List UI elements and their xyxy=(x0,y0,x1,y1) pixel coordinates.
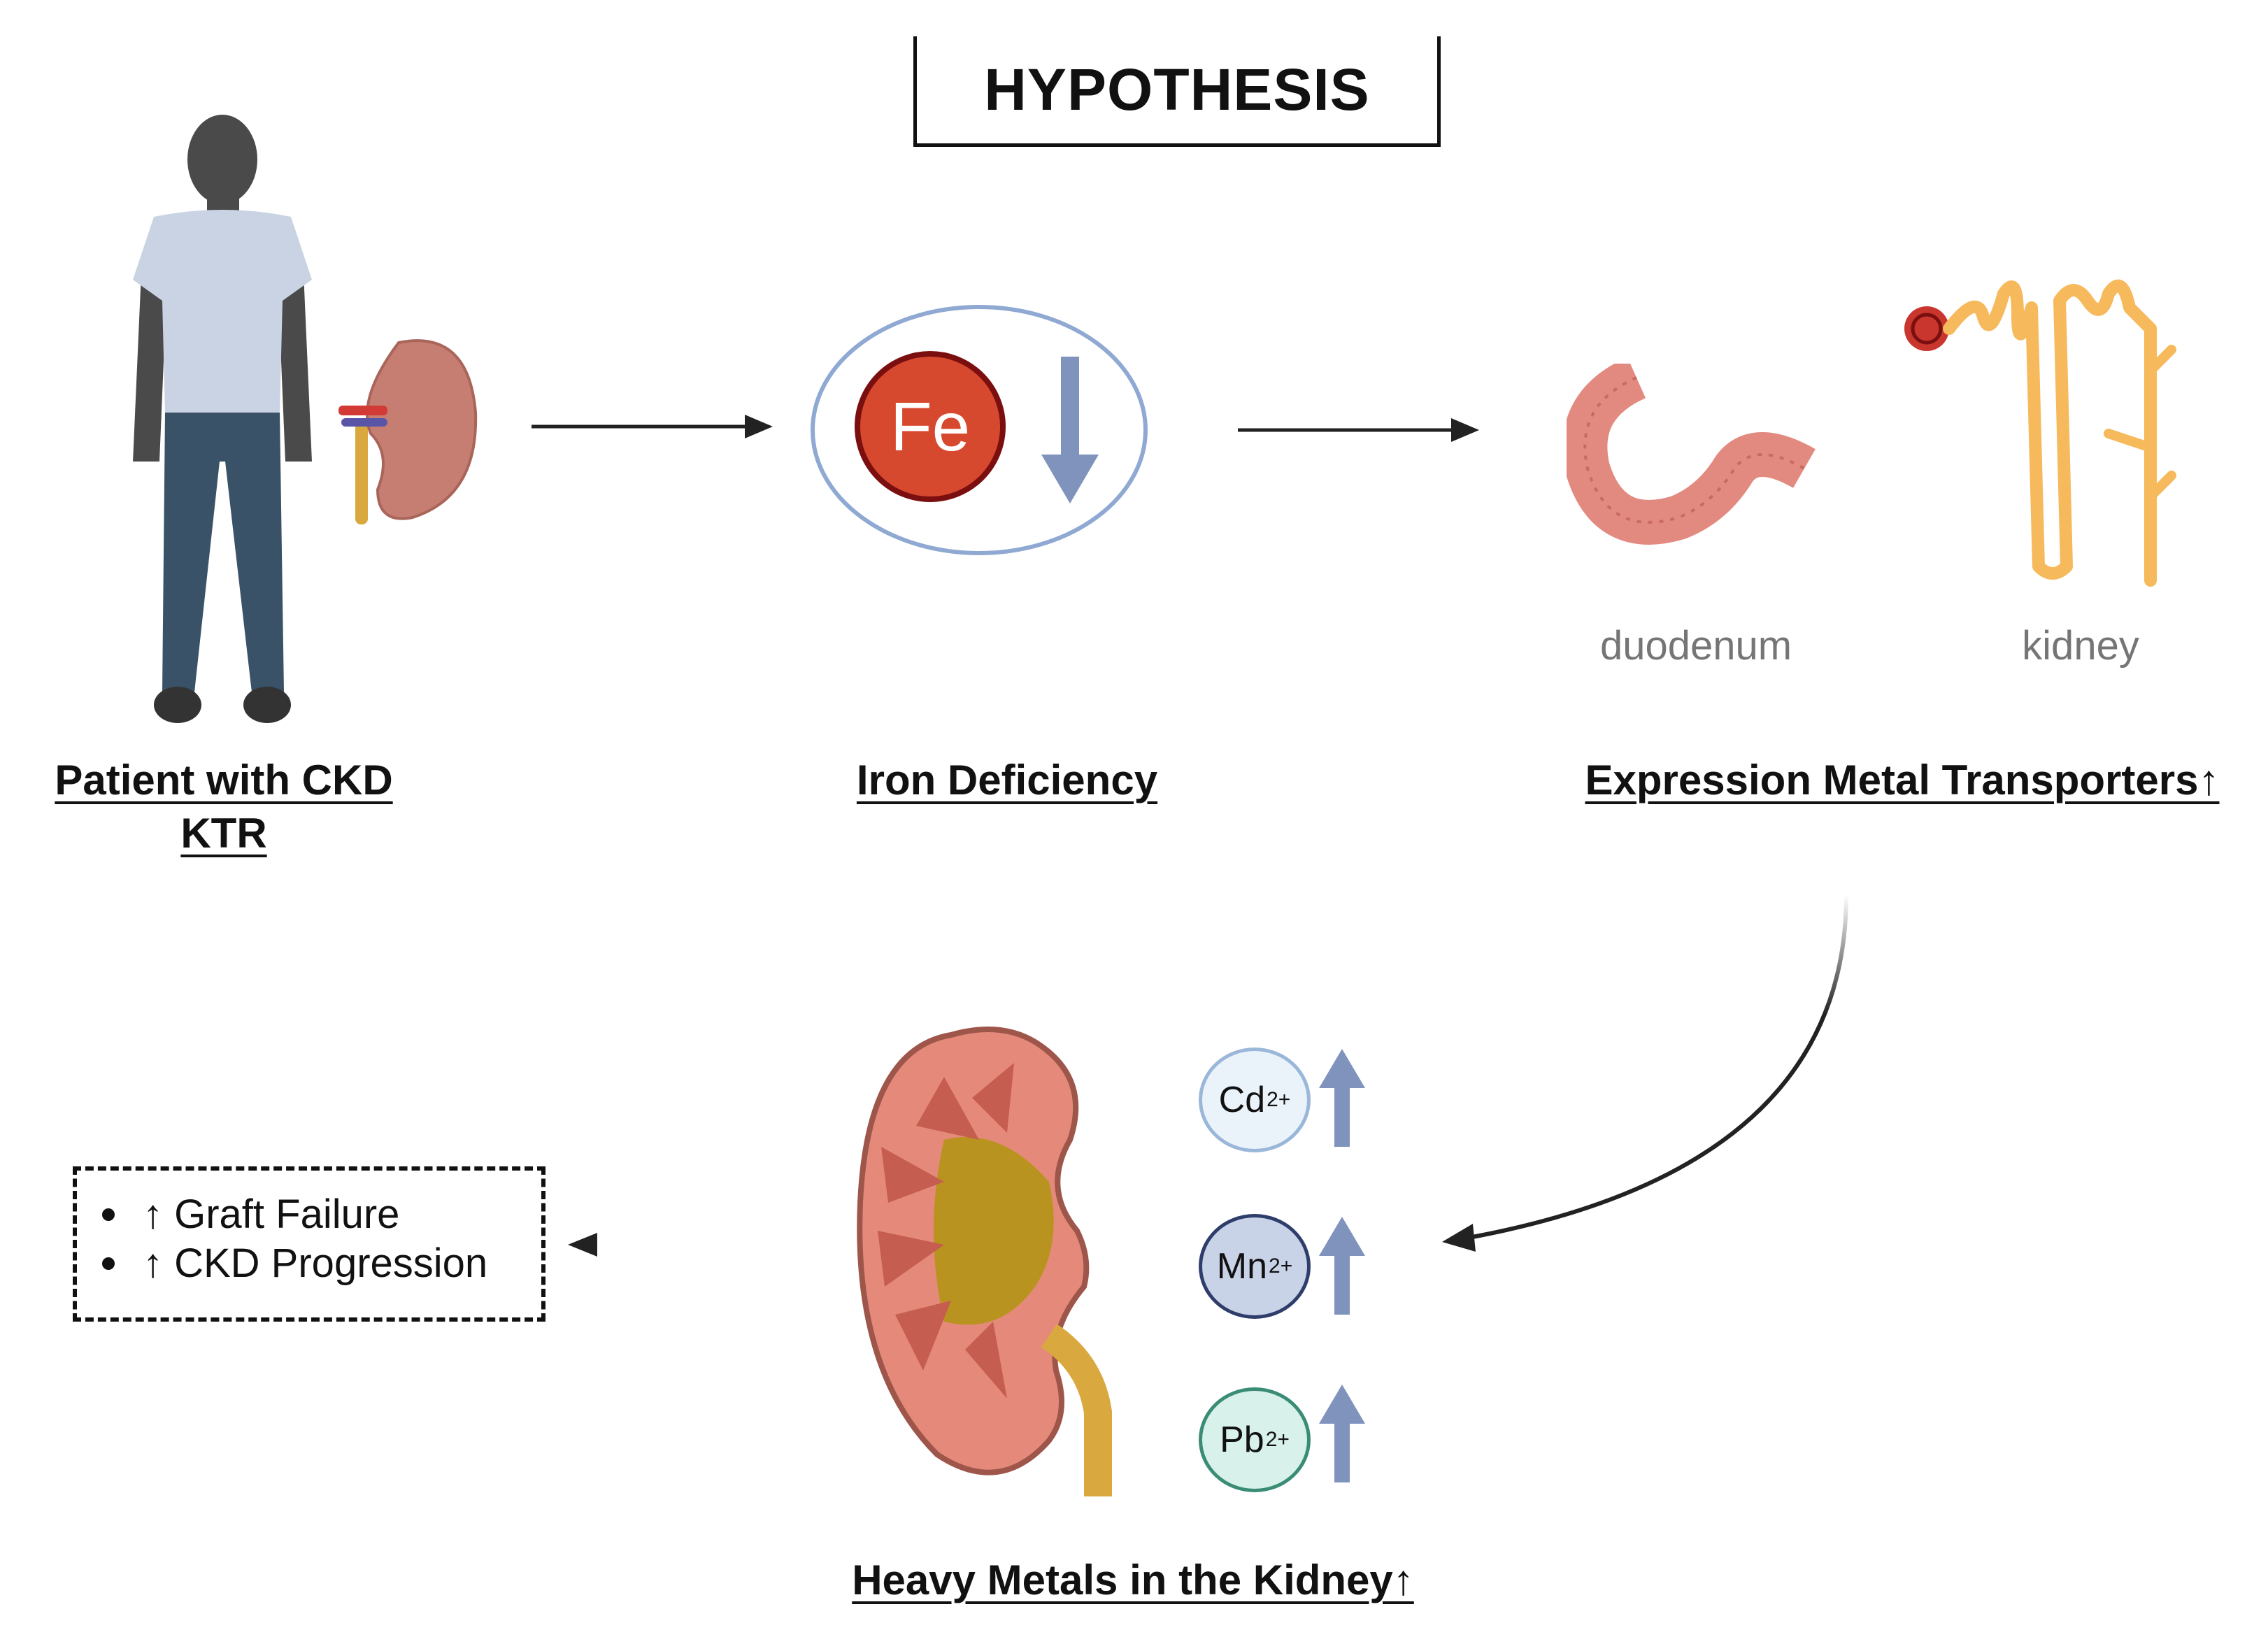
patient-label-line2: KTR xyxy=(180,810,267,857)
flow-arrow-3 xyxy=(1442,895,1848,1252)
outcome-box: ↑ Graft Failure ↑ CKD Progression xyxy=(73,1166,545,1322)
nephron-icon xyxy=(1904,279,2176,587)
ion-cd-symbol: Cd xyxy=(1218,1080,1266,1120)
step-label-transporters: Expression Metal Transporters↑ xyxy=(1585,757,2220,803)
step-label-metals: Heavy Metals in the Kidney↑ xyxy=(852,1557,1414,1603)
ion-mn-symbol: Mn xyxy=(1216,1246,1268,1287)
outcome-graft-failure: ↑ Graft Failure xyxy=(143,1192,400,1237)
iron-symbol: Fe xyxy=(890,388,970,465)
bullet-icon xyxy=(102,1208,115,1221)
up-arrow-icon xyxy=(1319,1385,1365,1482)
page-title: HYPOTHESIS xyxy=(913,36,1441,147)
up-arrow-icon xyxy=(1319,1049,1365,1147)
iron-deficiency-icon: Fe xyxy=(811,305,1148,555)
ion-mn-charge: 2+ xyxy=(1269,1254,1293,1278)
organ-caption-duodenum: duodenum xyxy=(1599,623,1792,669)
flow-arrow-2 xyxy=(1238,418,1479,442)
patient-label-line1: Patient with CKD xyxy=(55,757,393,803)
ion-pb-symbol: Pb xyxy=(1220,1420,1264,1460)
duodenum-icon xyxy=(1567,364,1816,545)
flow-arrow-1 xyxy=(532,415,773,438)
title-text: HYPOTHESIS xyxy=(984,57,1370,122)
outcome-ckd-progression: ↑ CKD Progression xyxy=(143,1241,488,1286)
outcome-item: ↑ Graft Failure xyxy=(102,1190,541,1239)
outcome-item: ↑ CKD Progression xyxy=(102,1239,541,1288)
ion-cd-charge: 2+ xyxy=(1267,1088,1291,1111)
ion-pb-charge: 2+ xyxy=(1265,1428,1290,1451)
bullet-icon xyxy=(102,1257,115,1270)
kidney-icon xyxy=(338,339,478,524)
flow-arrow-4 xyxy=(568,1233,818,1257)
organ-caption-kidney: kidney xyxy=(2022,623,2139,669)
kidney-cross-section-icon xyxy=(857,1027,1112,1496)
up-arrow-icon xyxy=(1319,1217,1365,1315)
step-label-patient: Patient with CKD KTR xyxy=(42,754,406,860)
patient-figure-icon xyxy=(133,115,312,723)
step-label-iron: Iron Deficiency xyxy=(856,757,1158,803)
